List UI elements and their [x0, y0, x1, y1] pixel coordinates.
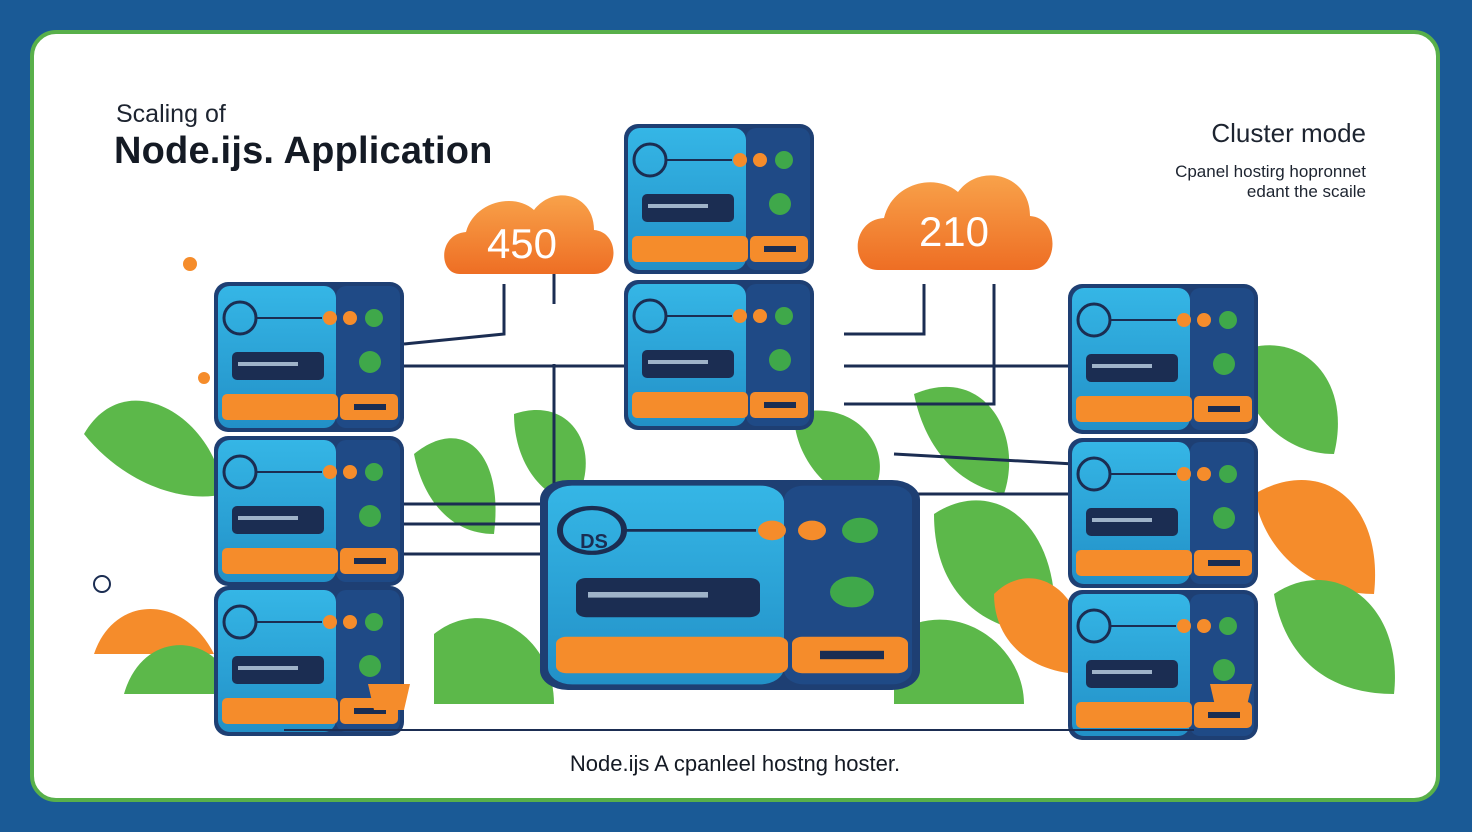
footer-caption: Node.ijs A cpanleel hostng hoster. — [569, 751, 901, 776]
cluster-mode-line-1: Cpanel hostirg hopronnet — [1175, 162, 1366, 181]
cloud-left: 450 — [444, 195, 614, 274]
cloud-right: 210 — [857, 175, 1053, 270]
server-stack-left — [212, 280, 406, 738]
server-main — [540, 480, 920, 690]
foliage — [84, 257, 1395, 704]
illustration-canvas: 450 210 DS — [84, 122, 1395, 742]
plant-pot-left — [368, 684, 410, 710]
cluster-mode-title: Cluster mode — [1211, 118, 1366, 148]
header-subtitle: Scaling of — [116, 100, 226, 128]
cluster-mode-line-2: edant the scaile — [1246, 182, 1366, 201]
server-stack-center — [622, 122, 816, 432]
server-main-label: DS — [580, 531, 608, 553]
connection-lines — [403, 274, 1075, 556]
cloud-left-value: 450 — [487, 220, 557, 267]
server-stack-right — [1066, 282, 1260, 742]
cloud-right-value: 210 — [919, 208, 989, 255]
illustration-frame: 450 210 DS — [30, 30, 1440, 802]
page-title: Node.ijs. Application — [114, 130, 493, 172]
plant-pot-right — [1210, 684, 1252, 710]
cluster-mode-description: Cpanel hostirg hopronnet edant the scail… — [1175, 162, 1366, 202]
